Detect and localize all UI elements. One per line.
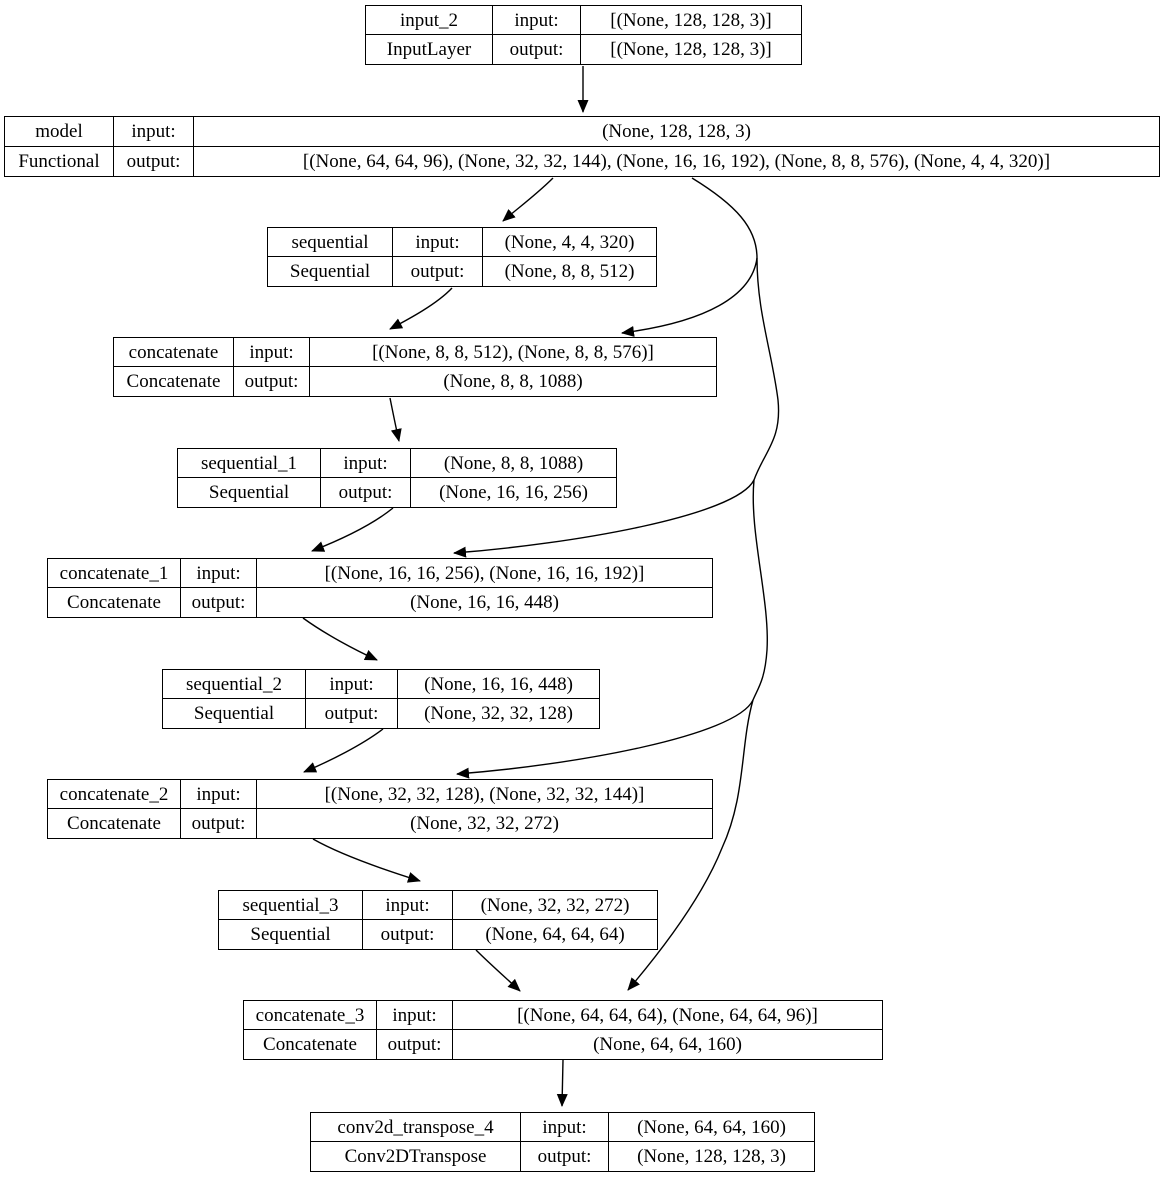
output-label: output: (363, 920, 453, 949)
edge-sequential2-to-concatenate2 (303, 728, 384, 773)
edge-sequential1-to-concatenate1 (311, 507, 394, 552)
output-value: [(None, 64, 64, 96), (None, 32, 32, 144)… (302, 150, 1051, 172)
input-value: (None, 32, 32, 272) (453, 891, 657, 920)
input-label: input: (493, 6, 581, 35)
node-sequential: sequential input: (None, 4, 4, 320) Sequ… (267, 227, 657, 287)
node-concatenate: concatenate input: [(None, 8, 8, 512), (… (113, 337, 717, 397)
node-type: Conv2DTranspose (311, 1142, 521, 1171)
output-value: (None, 8, 8, 1088) (443, 371, 583, 392)
input-value: [(None, 32, 32, 128), (None, 32, 32, 144… (257, 780, 712, 809)
edge-concatenate-to-sequential1 (389, 397, 402, 442)
input-value: [(None, 64, 64, 64), (None, 64, 64, 96)] (453, 1001, 882, 1030)
output-value: (None, 64, 64, 160) (593, 1034, 742, 1055)
edge-concatenate1-to-sequential2 (302, 617, 378, 661)
node-name: concatenate (114, 338, 234, 367)
output-label: output: (393, 257, 483, 286)
output-value: (None, 32, 32, 128) (424, 703, 573, 724)
node-type: Sequential (163, 699, 306, 728)
output-value: (None, 128, 128, 3) (637, 1146, 786, 1167)
node-sequential-3: sequential_3 input: (None, 32, 32, 272) … (218, 890, 658, 950)
output-label: output: (181, 809, 257, 838)
node-model: model input: (None, 128, 128, 3) Functio… (4, 116, 1160, 177)
input-label: input: (306, 670, 398, 699)
input-label: input: (363, 891, 453, 920)
node-name: concatenate_3 (244, 1001, 377, 1030)
node-name: concatenate_2 (48, 780, 181, 809)
node-name: input_2 (366, 6, 493, 35)
node-name: sequential_2 (163, 670, 306, 699)
input-label: input: (521, 1113, 609, 1142)
node-name: sequential_3 (219, 891, 363, 920)
edge-sequential-to-concatenate (389, 287, 453, 330)
input-value: (None, 64, 64, 160) (609, 1113, 814, 1142)
input-label: input: (321, 449, 411, 478)
input-label: input: (234, 338, 310, 367)
node-type: Concatenate (114, 367, 234, 396)
input-label: input: (114, 117, 194, 147)
node-type: Functional (5, 146, 114, 176)
output-label: output: (114, 146, 194, 176)
output-value: [(None, 128, 128, 3)] (610, 39, 772, 60)
node-name: conv2d_transpose_4 (311, 1113, 521, 1142)
node-type: Sequential (178, 478, 321, 507)
output-label: output: (181, 588, 257, 617)
input-value: (None, 128, 128, 3) (194, 117, 1159, 147)
node-name: concatenate_1 (48, 559, 181, 588)
edge-sequential3-to-concatenate3 (475, 949, 521, 992)
input-value: [(None, 8, 8, 512), (None, 8, 8, 576)] (310, 338, 716, 367)
edge-concatenate2-to-sequential3 (312, 838, 421, 883)
node-type: Concatenate (244, 1030, 377, 1059)
input-label: input: (181, 559, 257, 588)
output-value: (None, 16, 16, 256) (439, 482, 588, 503)
node-type: InputLayer (366, 35, 493, 64)
output-value: (None, 64, 64, 64) (485, 924, 625, 945)
edge-model-to-sequential (502, 177, 554, 222)
input-value: [(None, 128, 128, 3)] (581, 6, 801, 35)
output-value: (None, 16, 16, 448) (410, 592, 559, 613)
output-label: output: (493, 35, 581, 64)
output-label: output: (234, 367, 310, 396)
output-label: output: (521, 1142, 609, 1171)
output-value: (None, 32, 32, 272) (410, 813, 559, 834)
node-conv2d-transpose-4: conv2d_transpose_4 input: (None, 64, 64,… (310, 1112, 815, 1172)
node-concatenate-2: concatenate_2 input: [(None, 32, 32, 128… (47, 779, 713, 839)
node-sequential-2: sequential_2 input: (None, 16, 16, 448) … (162, 669, 600, 729)
node-concatenate-1: concatenate_1 input: [(None, 16, 16, 256… (47, 558, 713, 618)
input-label: input: (393, 228, 483, 257)
input-value: (None, 8, 8, 1088) (411, 449, 616, 478)
node-type: Sequential (268, 257, 393, 286)
input-value: (None, 4, 4, 320) (483, 228, 656, 257)
output-label: output: (306, 699, 398, 728)
input-label: input: (377, 1001, 453, 1030)
edge-concatenate3-to-conv2dtranspose4 (556, 1059, 568, 1107)
node-type: Concatenate (48, 588, 181, 617)
output-label: output: (321, 478, 411, 507)
node-name: model (5, 117, 114, 147)
output-value: (None, 8, 8, 512) (504, 261, 635, 282)
output-label: output: (377, 1030, 453, 1059)
node-concatenate-3: concatenate_3 input: [(None, 64, 64, 64)… (243, 1000, 883, 1060)
input-value: [(None, 16, 16, 256), (None, 16, 16, 192… (257, 559, 712, 588)
node-name: sequential (268, 228, 393, 257)
input-value: (None, 16, 16, 448) (398, 670, 599, 699)
node-name: sequential_1 (178, 449, 321, 478)
input-label: input: (181, 780, 257, 809)
node-type: Sequential (219, 920, 363, 949)
node-type: Concatenate (48, 809, 181, 838)
node-input-2: input_2 input: [(None, 128, 128, 3)] Inp… (365, 5, 802, 65)
node-sequential-1: sequential_1 input: (None, 8, 8, 1088) S… (177, 448, 617, 508)
